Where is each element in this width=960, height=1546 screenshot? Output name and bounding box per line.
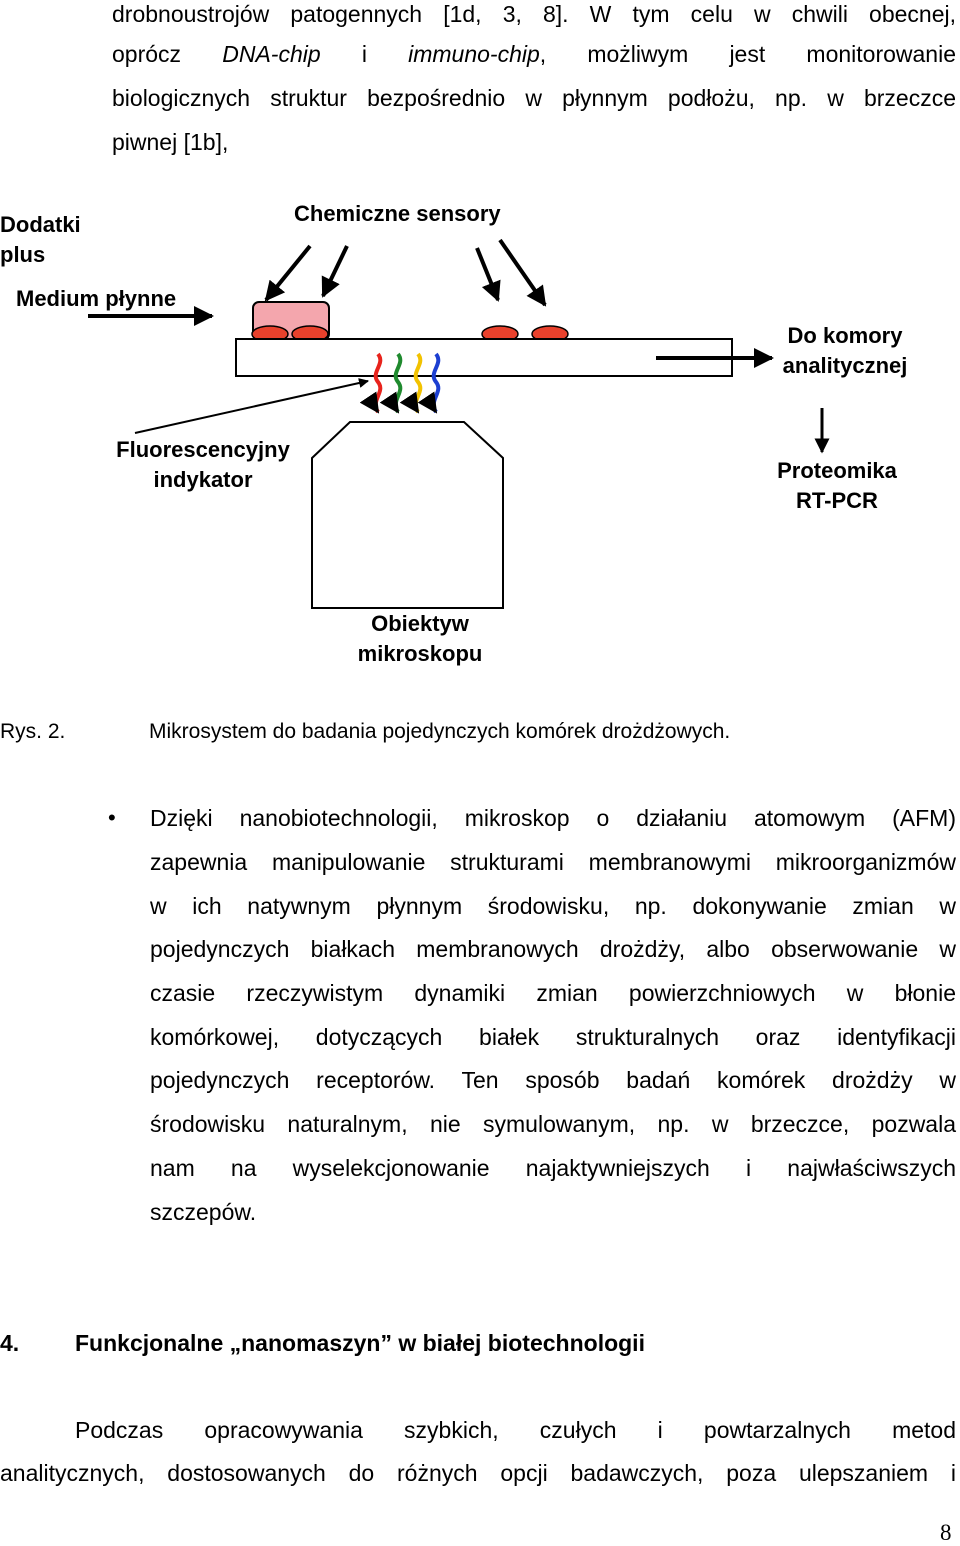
page-number: 8 xyxy=(940,1520,952,1545)
bullet-line-6: komórkowej, dotyczących białek struktura… xyxy=(150,1024,956,1050)
objective-label-line-1: Obiektyw xyxy=(371,611,469,636)
objective-label: Obiektyw mikroskopu xyxy=(340,609,500,669)
bullet-line-1: Dzięki nanobiotechnologii, mikroskop o d… xyxy=(150,805,956,831)
intro-line-2-part-1: oprócz xyxy=(112,41,223,67)
immuno-chip-term: immuno-chip xyxy=(408,41,540,67)
analytical-chamber-label-line-1: Do komory xyxy=(787,323,903,348)
chemical-sensors-label: Chemiczne sensory xyxy=(294,201,501,226)
analytical-chamber-label: Do komory analitycznej xyxy=(772,321,918,381)
additives-label-line-2: plus xyxy=(0,242,46,267)
sensor-arrow-1 xyxy=(264,244,312,302)
sensor-arrow-4 xyxy=(498,238,547,307)
sensor-arrow-2 xyxy=(321,245,349,298)
bullet-symbol: • xyxy=(108,805,116,830)
section-title: Funkcjonalne „nanomaszyn” w białej biote… xyxy=(75,1330,645,1356)
additives-label-line-1: Dodatki xyxy=(0,212,81,237)
intro-line-3: biologicznych struktur bezpośrednio w pł… xyxy=(112,85,956,111)
bullet-line-10: szczepów. xyxy=(150,1199,257,1225)
wave-red xyxy=(359,352,383,414)
closing-line-1: Podczas opracowywania szybkich, czułych … xyxy=(75,1417,956,1443)
intro-line-1: drobnoustrojów patogennych [1d, 3, 8]. W… xyxy=(112,1,956,27)
objective-label-line-2: mikroskopu xyxy=(357,641,483,666)
analytical-chamber-label-line-2: analitycznej xyxy=(782,353,908,378)
intro-line-2: oprócz DNA-chip i immuno-chip, możliwym … xyxy=(112,40,956,68)
dna-chip-term: DNA-chip xyxy=(222,41,321,67)
bullet-line-9: nam na wyselekcjonowanie najaktywniejszy… xyxy=(150,1155,956,1181)
closing-line-2: analitycznych, dostosowanych do różnych … xyxy=(0,1460,956,1486)
bullet-line-7: pojedynczych receptorów. Ten sposób bada… xyxy=(150,1067,956,1093)
bullet-line-8: środowisku naturalnym, nie symulowanym, … xyxy=(150,1111,956,1137)
intro-line-2-part-3: i xyxy=(320,41,409,67)
microscope-objective xyxy=(311,421,504,609)
proteomics-label-line-2: RT-PCR xyxy=(796,488,878,513)
bullet-line-3: w ich natywnym płynnym środowisku, np. d… xyxy=(150,893,956,919)
indicator-arrow xyxy=(134,378,369,434)
additives-label: Dodatki plus xyxy=(0,210,81,270)
microsystem-diagram xyxy=(88,238,830,609)
fluorescent-indicator-label: Fluorescencyjny indykator xyxy=(116,435,290,495)
bullet-line-4: pojedynczych białkach membranowych drożd… xyxy=(150,936,956,962)
figure-number: Rys. 2. xyxy=(0,720,66,743)
figure-caption: Mikrosystem do badania pojedynczych komó… xyxy=(149,720,731,743)
bullet-line-2: zapewnia manipulowanie strukturami membr… xyxy=(150,849,956,875)
wave-green xyxy=(379,352,403,414)
intro-line-4: piwnej [1b], xyxy=(112,129,229,155)
proteomics-label-line-1: Proteomika xyxy=(777,458,897,483)
liquid-medium-label: Medium płynne xyxy=(16,286,177,311)
intro-line-2-part-5: , możliwym jest monitorowanie xyxy=(539,41,956,67)
bullet-line-5: czasie rzeczywistym dynamiki zmian powie… xyxy=(150,980,956,1006)
fluorescent-indicator-label-line-1: Fluorescencyjny xyxy=(116,437,290,462)
sensor-arrow-3 xyxy=(475,247,501,302)
section-number: 4. xyxy=(0,1330,20,1356)
wave-yellow xyxy=(399,352,423,414)
wave-blue xyxy=(417,352,441,414)
fluorescent-indicator-label-line-2: indykator xyxy=(153,467,253,492)
